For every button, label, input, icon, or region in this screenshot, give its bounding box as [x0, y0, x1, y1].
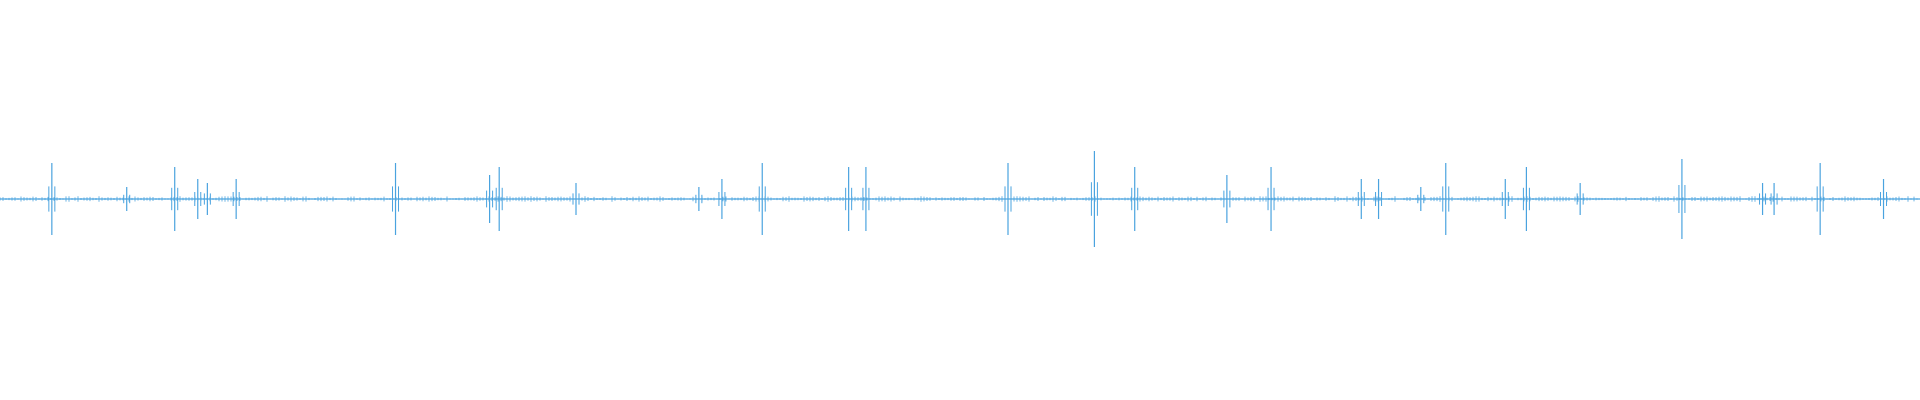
- waveform-peaks: [48, 151, 1888, 247]
